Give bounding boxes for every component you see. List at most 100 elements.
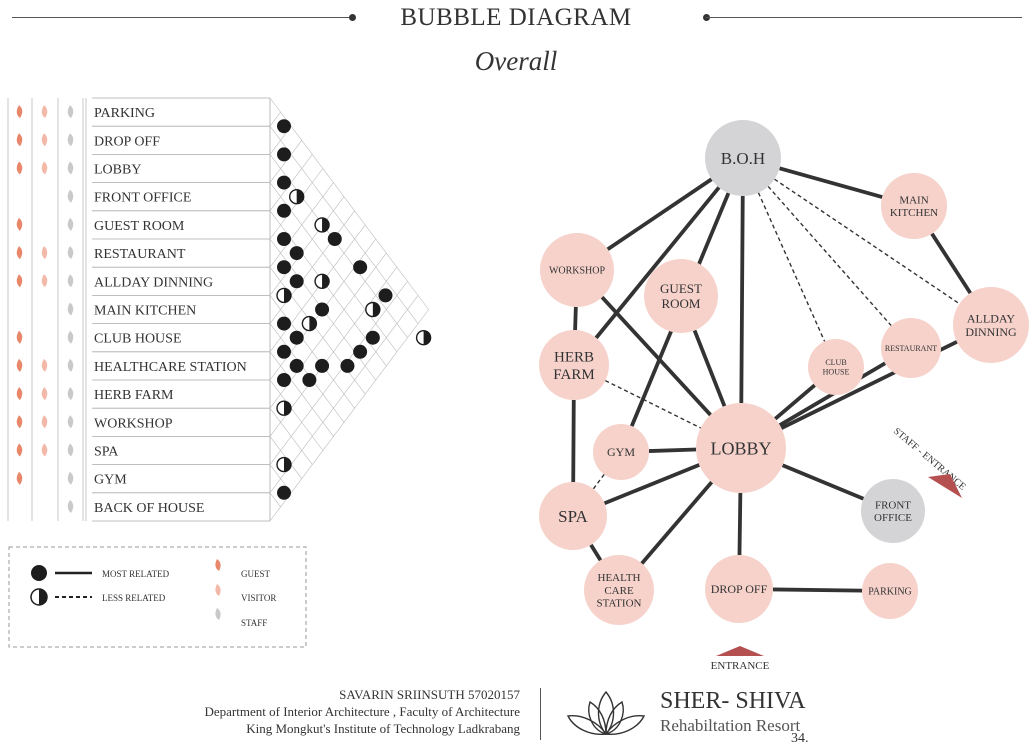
matrix-diagonal	[269, 140, 302, 183]
bubble-edge-clubhouse-lobby	[774, 383, 816, 421]
header-rule-right	[706, 17, 1022, 18]
most-related-dot	[365, 330, 380, 345]
bubble-gym: GYM	[593, 424, 649, 480]
staff-leaf-icon	[67, 246, 74, 260]
bubble-spa-circle	[539, 482, 607, 550]
entrance-label: ENTRANCE	[711, 660, 770, 672]
page-subtitle: Overall	[474, 46, 558, 76]
matrix-diagonal	[269, 323, 345, 423]
lotus-logo-icon	[566, 690, 646, 736]
matrix-diagonal	[269, 309, 429, 522]
visitor-leaf-icon	[41, 415, 48, 429]
bubble-mainkitchen-label: MAIN	[899, 195, 928, 207]
bubble-edge-boh-clubhouse	[757, 192, 826, 342]
bubble-dropoff-label: DROP OFF	[711, 582, 768, 596]
bubble-lobby-label: LOBBY	[710, 438, 771, 458]
bubble-dropoff-circle	[705, 555, 773, 623]
bubble-parking-circle	[862, 563, 918, 619]
bubble-edge-healthcare-lobby	[640, 480, 714, 565]
bubble-edge-mainkitchen-alldaydinning	[930, 232, 972, 295]
most-related-dot	[277, 147, 291, 162]
guest-leaf-icon	[215, 559, 221, 571]
matrix-row-label: CLUB HOUSE	[94, 332, 182, 347]
matrix-row-label: DROP OFF	[94, 134, 160, 149]
matrix-row-label: MAIN KITCHEN	[94, 304, 196, 319]
staff-leaf-icon	[67, 161, 74, 175]
guest-leaf-icon	[16, 133, 23, 147]
staff-leaf-icon	[67, 443, 74, 457]
bubble-edge-lobby-frontoffice	[781, 463, 865, 501]
bubble-edge-boh-lobby	[739, 195, 745, 404]
guest-leaf-icon	[16, 274, 23, 288]
page-title: BUBBLE DIAGRAM	[400, 4, 632, 31]
most-related-dot	[277, 203, 291, 218]
brand-name: SHER- SHIVA	[660, 688, 806, 714]
most-related-dot	[289, 330, 304, 345]
legend-border	[8, 546, 307, 648]
matrix-row-label: WORKSHOP	[94, 416, 173, 431]
matrix-diagonal	[269, 196, 345, 296]
staff-entrance-arrow	[928, 474, 962, 498]
bubble-mainkitchen-circle	[881, 173, 947, 239]
matrix-diagonal	[269, 182, 334, 268]
visitor-leaf-icon	[41, 161, 48, 175]
bubble-healthcare-label: HEALTH	[598, 572, 641, 584]
most-related-dot	[277, 485, 291, 500]
matrix-diagonal	[269, 492, 281, 508]
visitor-leaf-icon	[41, 387, 48, 401]
visitor-leaf-icon	[41, 105, 48, 119]
bubble-dropoff: DROP OFF	[705, 555, 773, 623]
staff-leaf-icon	[67, 189, 74, 203]
most-related-dot	[302, 373, 317, 387]
entrance-arrow	[716, 646, 764, 656]
most-related-dot	[289, 246, 304, 261]
less-related-dot	[314, 273, 330, 289]
most-related-dot	[277, 175, 291, 190]
matrix-diagonal	[269, 111, 281, 127]
bubble-herbfarm-circle	[539, 330, 609, 400]
staff-leaf-icon	[67, 105, 74, 119]
bubble-edge-spa-lobby	[603, 463, 701, 506]
bubble-healthcare-label: STATION	[597, 598, 642, 610]
bubble-gym-circle	[593, 424, 649, 480]
bubble-restaurant: RESTAURANT	[881, 318, 941, 378]
bubble-restaurant-label: RESTAURANT	[885, 344, 937, 353]
bubble-gym-label: GYM	[607, 445, 635, 459]
bubble-lobby: LOBBY	[696, 403, 786, 493]
guest-leaf-icon	[16, 161, 23, 175]
guest-leaf-icon	[16, 246, 23, 260]
most-related-dot	[277, 373, 291, 387]
most-related-dot	[277, 316, 291, 331]
page-number: 34.	[791, 731, 809, 746]
bubble-restaurant-circle	[881, 318, 941, 378]
author-name: SAVARIN SRIINSUTH 57020157	[339, 687, 520, 702]
guest-leaf-icon	[16, 471, 23, 485]
matrix-diagonal	[269, 154, 408, 338]
bubble-edge-spa-healthcare	[589, 543, 603, 562]
matrix-row-label: LOBBY	[94, 163, 141, 178]
matrix-diagonal	[269, 154, 313, 211]
bubble-spa-label: SPA	[558, 507, 588, 526]
legend-less-label: LESS RELATED	[102, 593, 166, 603]
bubble-frontoffice-label: OFFICE	[874, 512, 912, 524]
footer-credits: SAVARIN SRIINSUTH 57020157 Department of…	[100, 686, 521, 737]
legend-staff-label: STAFF	[241, 618, 267, 628]
bubble-diagram: B.O.HMAINKITCHENWORKSHOPGUESTROOMALLDAYD…	[539, 120, 1029, 672]
staff-leaf-icon	[67, 358, 74, 372]
less-related-dot	[30, 588, 48, 606]
legend-guest-label: GUEST	[241, 569, 271, 579]
most-related-dot	[277, 232, 291, 246]
most-related-dot	[277, 344, 291, 359]
bubble-edge-gym-lobby	[648, 447, 697, 453]
bubble-guestroom-label: ROOM	[661, 296, 700, 311]
guest-leaf-icon	[16, 358, 23, 372]
matrix-row-label: RESTAURANT	[94, 247, 186, 262]
